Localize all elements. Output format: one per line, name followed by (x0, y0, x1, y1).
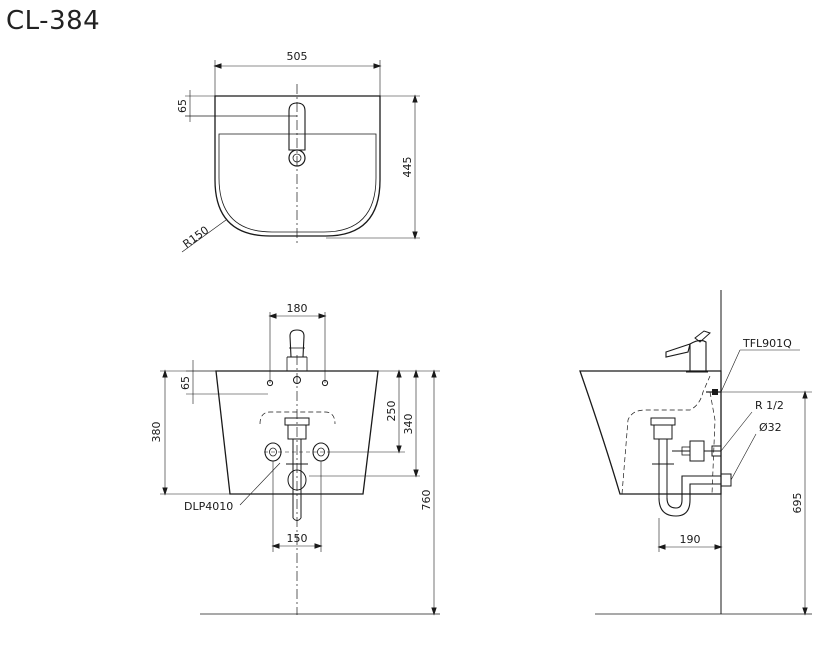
dim-side-depth: 190 (680, 533, 701, 546)
dim-side-height: 695 (791, 493, 804, 514)
dim-top-tap-offset: 65 (176, 99, 189, 113)
dim-front-tap-offset: 65 (179, 376, 192, 390)
dim-front-height: 380 (150, 422, 163, 443)
drawing-title: CL-384 (6, 6, 101, 36)
label-drain-model: DLP4010 (184, 500, 233, 513)
dim-front-tap-holes: 180 (287, 302, 308, 315)
dim-front-drain-offset: 250 (385, 401, 398, 422)
label-outlet-diameter: Ø32 (759, 421, 782, 434)
dim-top-width: 505 (287, 50, 308, 63)
dim-top-depth: 445 (401, 157, 414, 178)
dim-front-outlet-height: 340 (402, 414, 415, 435)
top-view (181, 60, 420, 253)
side-view (579, 290, 812, 616)
dim-front-bottom-spacing: 150 (287, 532, 308, 545)
label-inlet-thread: R 1/2 (755, 399, 784, 412)
dim-top-radius: R150 (181, 223, 212, 250)
dim-front-total-height: 760 (420, 490, 433, 511)
front-view (160, 312, 440, 616)
label-faucet-model: TFL901Q (742, 337, 792, 350)
